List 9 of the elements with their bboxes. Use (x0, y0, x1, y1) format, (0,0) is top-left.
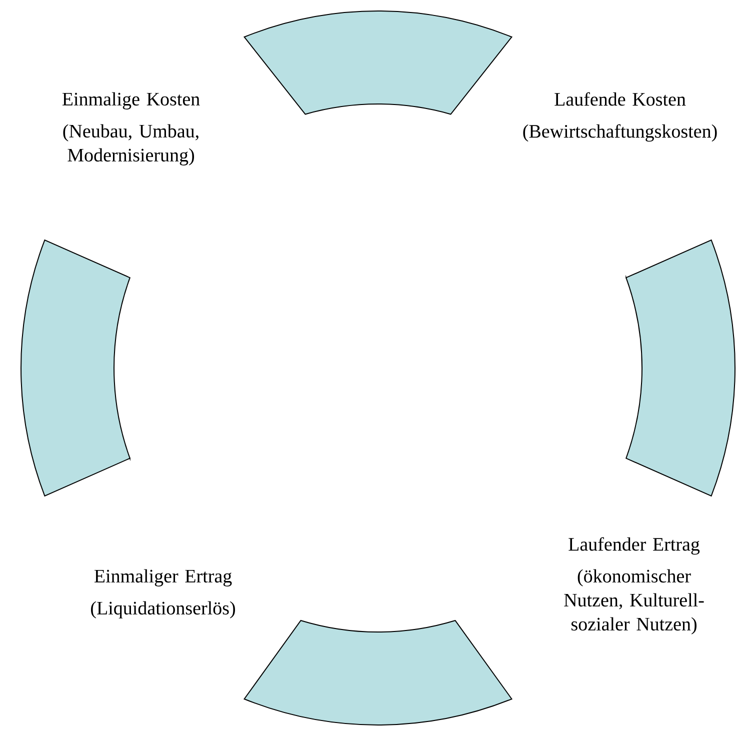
text-label: (Neubau, Umbau, Modernisierung) (63, 124, 198, 166)
text-label: Einmaliger Ertrag (94, 569, 232, 586)
text-label: (ökonomischer Nutzen, Kulturell-sozialer Nutzen) (564, 569, 704, 634)
ring-segment (244, 10, 512, 115)
ring-segment (20, 240, 130, 496)
ring-segment (244, 620, 512, 726)
text-label: (Bewirtschaftungskosten) (523, 124, 717, 142)
text-label: Laufende Kosten (554, 92, 686, 106)
ring-segment (626, 240, 736, 496)
